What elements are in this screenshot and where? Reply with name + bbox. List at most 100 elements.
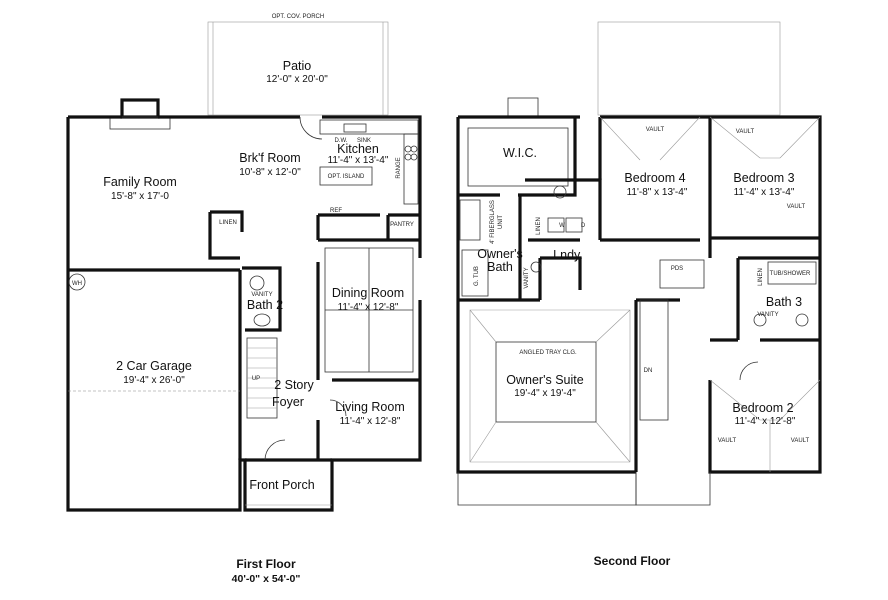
first-floor-caption: First Floor: [236, 557, 296, 571]
bath3-sink-1: [753, 313, 767, 327]
bedroom4-vault-label: VAULT: [646, 127, 665, 133]
linen-closet-wall: [208, 210, 244, 260]
kitchen-wall: [318, 213, 420, 240]
roof-outline: [597, 21, 781, 116]
front-door-swing: [264, 439, 286, 461]
bedroom2-vault-label-1: VAULT: [718, 438, 737, 444]
dining-room-dim: 11'-4" x 12'-8": [338, 302, 399, 313]
up-label: UP: [252, 376, 260, 382]
kitchen-dim: 11'-4" x 13'-4": [328, 155, 389, 166]
first-floor-plan: [66, 21, 422, 512]
family-room-dim: 15'-8" x 17'-0: [111, 191, 169, 202]
bedroom3-name: Bedroom 3: [733, 171, 794, 185]
living-room-name: Living Room: [335, 400, 404, 414]
water-heater: [68, 273, 86, 291]
bath3-name: Bath 3: [766, 295, 802, 309]
brkf-room-name: Brk'f Room: [239, 151, 300, 165]
dining-living-wall: [316, 215, 420, 460]
bedroom3-vault-label-2: VAULT: [787, 204, 806, 210]
second-linen-label: LINEN: [536, 217, 542, 235]
bedroom2-vault-label-2: VAULT: [791, 438, 810, 444]
first-floor-exterior-wall: [66, 115, 422, 512]
kitchen-island: [319, 166, 373, 186]
tub-shower: [767, 261, 817, 285]
patio-dim: 12'-0" x 20'-0": [266, 74, 328, 85]
living-room-dim: 11'-4" x 12'-8": [340, 416, 401, 427]
bedroom3-vault-label: VAULT: [736, 129, 755, 135]
bedroom3-dim: 11'-4" x 13'-4": [734, 187, 795, 198]
kitchen-counter-top: [319, 119, 419, 135]
owners-vanity-label: VANITY: [524, 267, 530, 288]
dn-label: DN: [644, 368, 653, 374]
fiberglass-label-2: UNIT: [498, 215, 504, 229]
owners-suite-name: Owner's Suite: [506, 373, 583, 387]
bath3-vanity-label: VANITY: [757, 312, 778, 318]
dryer-label: D: [581, 223, 586, 229]
owners-bath-sink: [530, 261, 542, 273]
wic-shelving: [467, 127, 569, 187]
pantry-label: PANTRY: [390, 222, 414, 228]
tub-shower-label: TUB/SHOWER: [770, 271, 811, 277]
second-floor-plan: [456, 21, 822, 506]
fiberglass-label-1: 4' FIBERGLASS: [490, 200, 496, 244]
front-porch-name: Front Porch: [249, 478, 314, 492]
bath2-sink: [249, 275, 265, 291]
pds-box: [659, 259, 705, 289]
owners-bath-line2: Bath: [487, 260, 513, 274]
rear-door-swing: [299, 116, 323, 140]
family-room-name: Family Room: [103, 175, 177, 189]
tray-angles: [469, 309, 631, 463]
stair-treads: [247, 347, 277, 409]
dw-label: D.W.: [335, 138, 348, 144]
bedroom2-dim: 11'-4" x 12'-8": [735, 416, 796, 427]
tray-inner: [495, 341, 597, 423]
bedroom4-dim: 11'-8" x 13'-4": [627, 187, 688, 198]
kitchen-name: Kitchen: [337, 142, 379, 156]
patio-name: Patio: [283, 59, 312, 73]
owners-bath-line1: Owner's: [477, 247, 522, 261]
washer: [547, 217, 565, 233]
roof-edge-below: [457, 472, 637, 506]
first-floor-dimensions: 40'-0" x 54'-0": [232, 573, 301, 585]
patio-outline: [207, 21, 389, 116]
living-door-swing: [329, 399, 347, 417]
kitchen-sink: [343, 123, 367, 133]
tray-label: ANGLED TRAY CLG.: [519, 350, 577, 356]
dining-room-name: Dining Room: [332, 286, 404, 300]
bath2-toilet: [253, 313, 271, 327]
range-label: RANGE: [396, 157, 402, 178]
second-floor-labels: W.I.C. Bedroom 4 11'-8" x 13'-4" VAULT B…: [474, 127, 811, 568]
brkf-room-dim: 10'-8" x 12'-0": [239, 167, 301, 178]
bath3-linen-label: LINEN: [758, 268, 764, 286]
fiberglass-shower: [459, 199, 481, 241]
bath2-name: Bath 2: [247, 298, 283, 312]
bath3-wall: [710, 256, 820, 342]
owners-bath-wall: [458, 195, 542, 302]
kitchen-counter-side: [403, 133, 419, 205]
wic-wall: [458, 117, 577, 197]
owners-toilet: [553, 185, 567, 199]
ref-label: REF: [330, 208, 342, 214]
fireplace: [120, 98, 160, 119]
linen-label: LINEN: [219, 220, 237, 226]
wic-name: W.I.C.: [503, 146, 537, 160]
garden-tub: [461, 249, 489, 297]
stair-upper: [639, 299, 669, 421]
bedroom4-wall: [598, 117, 820, 258]
sink-label: SINK: [357, 138, 371, 144]
washer-label: W: [559, 223, 565, 229]
bath2-wall: [242, 266, 282, 332]
first-floor-labels: OPT. COV. PORCH Patio 12'-0" x 20'-0" Fa…: [72, 14, 414, 585]
island-label: OPT. ISLAND: [328, 174, 365, 180]
pds-label: PDS: [671, 266, 683, 272]
second-floor-caption: Second Floor: [594, 554, 671, 568]
range-burners: [404, 145, 418, 161]
laundry-name: Lndy.: [553, 248, 583, 262]
bedroom2-name: Bedroom 2: [732, 401, 793, 415]
foyer-line2: Foyer: [272, 395, 304, 409]
g-tub-label: G. TUB: [474, 266, 480, 286]
chimney: [507, 97, 539, 117]
bedroom4-name: Bedroom 4: [624, 171, 685, 185]
hall-wall: [634, 298, 680, 472]
